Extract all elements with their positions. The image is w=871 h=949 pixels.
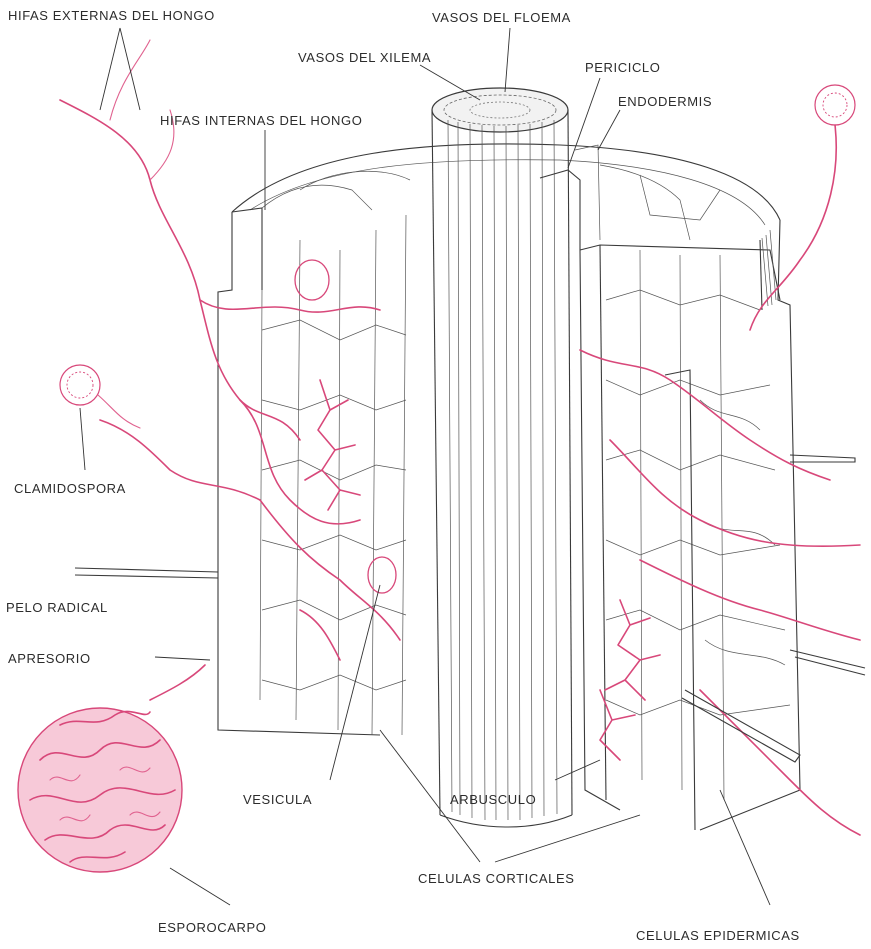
sporocarp	[18, 708, 182, 872]
label-vasos-xilema: VASOS DEL XILEMA	[298, 50, 431, 65]
label-periciclo: PERICICLO	[585, 60, 660, 75]
label-pelo-radical: PELO RADICAL	[6, 600, 108, 615]
label-hifas-externas: HIFAS EXTERNAS DEL HONGO	[8, 8, 215, 23]
label-endodermis: ENDODERMIS	[618, 94, 712, 109]
label-arbusculo: ARBUSCULO	[450, 792, 536, 807]
label-apresorio: APRESORIO	[8, 651, 91, 666]
leader-lines	[80, 28, 770, 905]
root-cortex-block	[218, 144, 800, 830]
label-hifas-internas: HIFAS INTERNAS DEL HONGO	[160, 113, 362, 128]
central-stele	[432, 88, 600, 827]
label-celulas-epidermicas: CELULAS EPIDERMICAS	[636, 928, 800, 943]
root-hairs	[75, 455, 865, 762]
label-vasos-floema: VASOS DEL FLOEMA	[432, 10, 571, 25]
label-esporocarpo: ESPOROCARPO	[158, 920, 266, 935]
label-celulas-corticales: CELULAS CORTICALES	[418, 871, 575, 886]
label-vesicula: VESICULA	[243, 792, 312, 807]
label-clamidospora: CLAMIDOSPORA	[14, 481, 126, 496]
